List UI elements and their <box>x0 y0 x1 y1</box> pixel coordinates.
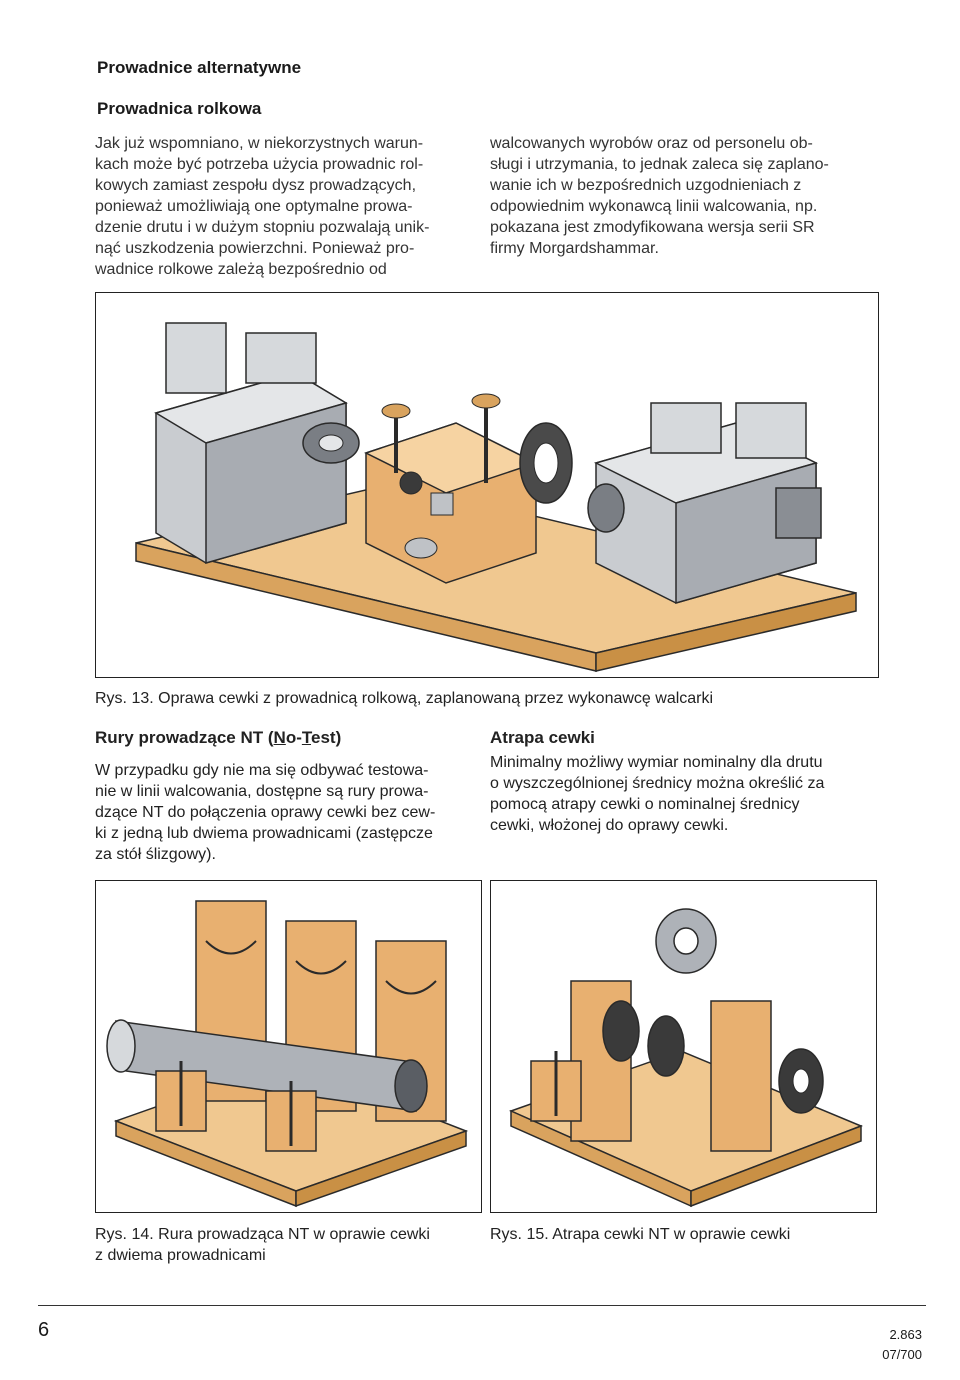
figure-roller-guide <box>95 292 879 678</box>
text-line: kach może być potrzeba użycia prowadnic … <box>95 156 424 173</box>
nt-tube-illustration <box>106 900 469 1208</box>
page-number: 6 <box>38 1319 50 1341</box>
text-line: wanie ich w bezpośrednich uzgodnieniach … <box>490 177 802 194</box>
dummy-section-title: Atrapa cewki <box>490 728 595 747</box>
text-line: za stół ślizgowy). <box>95 846 216 863</box>
text-line: sługi i utrzymania, to jednak zaleca się… <box>490 156 829 173</box>
dummy-coil-illustration <box>508 908 864 1208</box>
text-line: Jak już wspomniano, w niekorzystnych war… <box>95 135 424 152</box>
intro-left-column: Jak już wspomniano, w niekorzystnych war… <box>95 133 429 280</box>
figure-dummy-coil <box>490 880 877 1213</box>
text-line: W przypadku gdy nie ma się odbywać testo… <box>95 762 429 779</box>
text-line: dzenie drutu i w dużym stopniu pozwalają… <box>95 219 430 236</box>
figure-15-caption: Rys. 15. Atrapa cewki NT w oprawie cewki <box>490 1226 791 1243</box>
right-coil-holder <box>587 402 822 604</box>
text-line: pomocą atrapy cewki o nominalnej średnic… <box>490 796 800 813</box>
text-line: walcowanych wyrobów oraz od personelu ob… <box>490 135 813 152</box>
text-line: odpowiednim wykonawcą linii walcowania, … <box>490 198 818 215</box>
text-line: o wyszczególnionej średnicy można określ… <box>490 775 825 792</box>
roller-guide-assembly <box>364 393 573 584</box>
text-line: pokazana jest zmodyfikowana wersja serii… <box>490 219 815 236</box>
nt-section-body: W przypadku gdy nie ma się odbywać testo… <box>95 760 435 865</box>
text-line: firmy Morgardshammar. <box>490 240 659 257</box>
text-line: ponieważ umożliwiają one optymalne prowa… <box>95 198 413 215</box>
footer-divider <box>38 1305 926 1306</box>
dummy-section-body: Minimalny możliwy wymiar nominalny dla d… <box>490 752 824 836</box>
document-code: 2.863 07/700 <box>882 1327 922 1362</box>
text-line: ki z jedną lub dwiema prowadnicami (zast… <box>95 825 433 842</box>
text-line: cewki, włożonej do oprawy cewki. <box>490 817 729 834</box>
roller-guide-illustration <box>135 322 857 672</box>
figure-nt-tube <box>95 880 482 1213</box>
figure-14-caption: Rys. 14. Rura prowadząca NT w oprawie ce… <box>95 1226 430 1264</box>
text-line: kowych zamiast zespołu dysz prowadzących… <box>95 177 417 194</box>
text-line: nie w linii walcowania, dostępne są rury… <box>95 783 429 800</box>
figure-13-caption: Rys. 13. Oprawa cewki z prowadnicą rolko… <box>95 690 714 707</box>
text-line: dzące NT do połączenia oprawy cewki bez … <box>95 804 436 821</box>
text-line: wadnice rolkowe zależą bezpośrednio od <box>95 261 387 278</box>
nt-section-title: Rury prowadzące NT (No-Test) <box>95 728 342 747</box>
guide-tube <box>106 1019 428 1113</box>
dummy-coil <box>655 908 717 974</box>
left-coil-holder <box>154 322 360 564</box>
text-line: nąć uszkodzenia powierzchni. Ponieważ pr… <box>95 240 415 257</box>
subsection-heading: Prowadnica rolkowa <box>97 99 262 118</box>
section-heading: Prowadnice alternatywne <box>97 58 302 77</box>
intro-right-column: walcowanych wyrobów oraz od personelu ob… <box>490 133 829 259</box>
text-line: Minimalny możliwy wymiar nominalny dla d… <box>490 754 823 771</box>
